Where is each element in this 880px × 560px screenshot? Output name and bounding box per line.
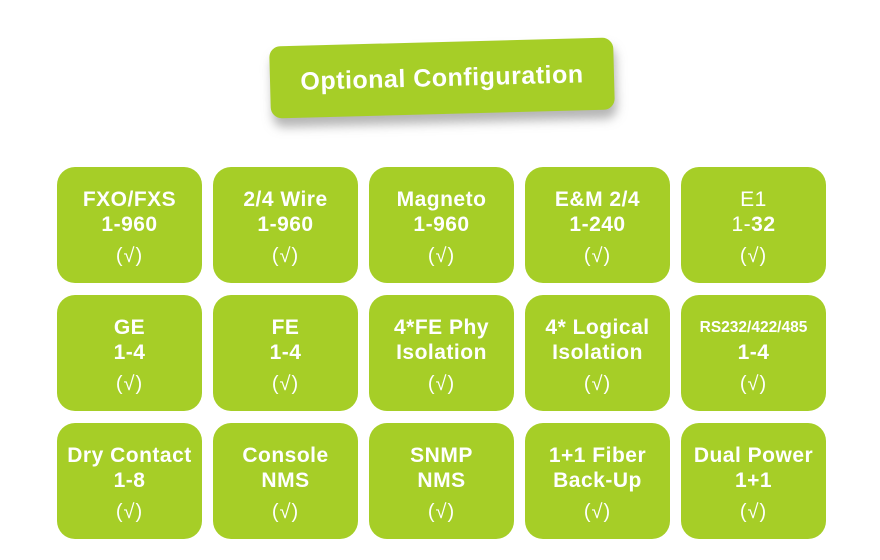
check-mark: (√) <box>583 373 612 395</box>
tile-label: 4* Logical <box>545 316 650 339</box>
tile-label: 1-960 <box>413 213 470 236</box>
tile-label: E&M 2/4 <box>554 188 641 211</box>
tile-label-segment: 32 <box>751 213 776 236</box>
tile-label: SNMP <box>410 444 473 467</box>
check-mark: (√) <box>427 501 456 523</box>
tile-label: NMS <box>261 469 310 492</box>
tile-label: Isolation <box>396 341 487 364</box>
tile-label: GE <box>113 316 146 339</box>
tile-label: Console <box>242 444 329 467</box>
config-tile: RS232/422/485 1-4 (√) <box>681 295 826 411</box>
check-mark: (√) <box>115 373 144 395</box>
check-mark: (√) <box>427 245 456 267</box>
tile-label: 1-4 <box>113 341 146 364</box>
check-mark: (√) <box>739 501 768 523</box>
tile-label: Magneto <box>396 188 487 211</box>
tile-label: FE <box>271 316 300 339</box>
tile-label-segment: 1- <box>731 213 752 236</box>
tile-label: NMS <box>417 469 466 492</box>
page-title: Optional Configuration <box>300 59 584 96</box>
check-mark: (√) <box>115 501 144 523</box>
tile-label: 1-960 <box>101 213 158 236</box>
check-mark: (√) <box>583 501 612 523</box>
tile-label: FXO/FXS <box>82 188 177 211</box>
tile-label: Isolation <box>552 341 643 364</box>
tile-label: Dry Contact <box>67 444 192 467</box>
check-mark: (√) <box>427 373 456 395</box>
tile-label: Dual Power <box>693 444 814 467</box>
check-mark: (√) <box>739 245 768 267</box>
check-mark: (√) <box>271 245 300 267</box>
tile-label: 2/4 Wire <box>243 188 328 211</box>
header-banner: Optional Configuration <box>269 37 615 119</box>
tile-label: RS232/422/485 <box>699 319 808 336</box>
tile-label: 1-960 <box>257 213 314 236</box>
tile-label: 1+1 Fiber <box>548 444 647 467</box>
tile-label: 1+1 <box>734 469 773 492</box>
tile-label: 1-8 <box>113 469 146 492</box>
tile-label: E1 <box>740 188 767 211</box>
check-mark: (√) <box>271 501 300 523</box>
check-mark: (√) <box>271 373 300 395</box>
tile-label: 4*FE Phy <box>393 316 490 339</box>
check-mark: (√) <box>115 245 144 267</box>
tile-label: Back-Up <box>553 469 642 492</box>
tile-label: 1-240 <box>569 213 626 236</box>
tile-label: 1-4 <box>269 341 302 364</box>
tile-label: 1-32 <box>731 212 775 237</box>
check-mark: (√) <box>739 373 768 395</box>
tile-label: 1-4 <box>737 341 770 364</box>
check-mark: (√) <box>583 245 612 267</box>
